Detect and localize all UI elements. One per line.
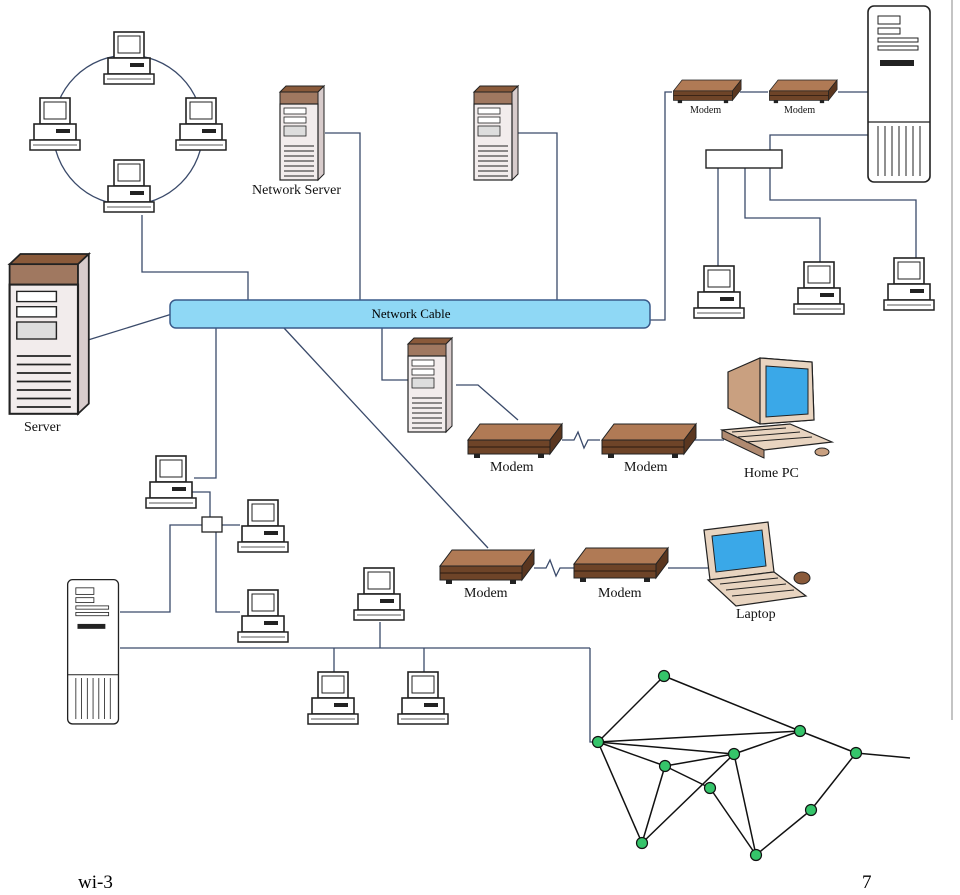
- desktop-computer-icon: [793, 261, 845, 315]
- modem-label: Modem: [490, 460, 534, 475]
- mesh-node: [793, 724, 807, 738]
- mesh-network: [597, 675, 911, 856]
- modem-icon: [673, 79, 742, 104]
- mesh-node: [804, 803, 818, 817]
- modem-icon: [601, 423, 697, 459]
- mesh-nodes: [591, 669, 863, 862]
- home-pc-label: Home PC: [744, 466, 799, 481]
- network-server-label: Network Server: [252, 183, 342, 198]
- desktop-computer-icon: [883, 257, 935, 311]
- home-pc-icon: [719, 357, 835, 459]
- mesh-node: [727, 747, 741, 761]
- connection-lines: [52, 54, 917, 743]
- network-cable-label: Network Cable: [371, 306, 451, 321]
- mesh-node: [635, 836, 649, 850]
- hub-icon: [705, 149, 783, 169]
- mesh-node: [657, 669, 671, 683]
- desktop-computer-icon: [175, 97, 227, 151]
- desktop-computer-icon: [693, 265, 745, 319]
- desktop-computer-icon: [103, 159, 155, 213]
- laptop-icon: [703, 521, 811, 607]
- server-label: Server: [24, 420, 61, 435]
- page-number: 7: [862, 872, 872, 893]
- desktop-computer-icon: [397, 671, 449, 725]
- desktop-computer-icon: [353, 567, 405, 621]
- modem-label: Modem: [464, 586, 508, 601]
- server-tower-icon: [8, 252, 90, 415]
- modem-label: Modem: [598, 586, 642, 601]
- mesh-node: [591, 735, 605, 749]
- mesh-node: [658, 759, 672, 773]
- desktop-computer-icon: [29, 97, 81, 151]
- modem-label: Modem: [690, 105, 722, 116]
- modem-icon: [439, 549, 535, 585]
- white-tower-computer-icon: [867, 5, 931, 183]
- mesh-node: [749, 848, 763, 862]
- modem-label: Modem: [624, 460, 668, 475]
- desktop-computer-icon: [145, 455, 197, 509]
- desktop-computer-icon: [103, 31, 155, 85]
- laptop-label: Laptop: [736, 607, 776, 622]
- modem-icon: [573, 547, 669, 583]
- modem-icon: [769, 79, 838, 104]
- desktop-computer-icon: [237, 589, 289, 643]
- mesh-node: [703, 781, 717, 795]
- white-tower-computer-icon: [66, 578, 120, 725]
- hub-icon: [201, 516, 223, 533]
- desktop-computer-icon: [307, 671, 359, 725]
- tower-server-icon: [407, 337, 453, 433]
- mesh-node: [849, 746, 863, 760]
- modem-icon: [467, 423, 563, 459]
- tower-server-icon: [473, 85, 519, 181]
- network-cable-bar: [169, 299, 651, 329]
- footer-text: wi-3: [78, 872, 113, 893]
- desktop-computer-icon: [237, 499, 289, 553]
- network-server-tower-icon: [279, 85, 325, 181]
- modem-label: Modem: [784, 105, 816, 116]
